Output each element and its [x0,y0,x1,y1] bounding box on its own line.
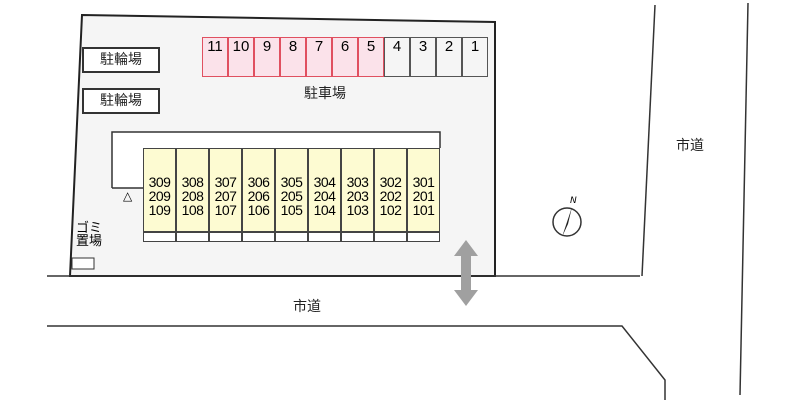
road-edge-bottom [47,325,666,400]
unit-number: 305 [280,174,303,190]
unit-number: 202 [379,188,402,204]
unit-number: 307 [214,174,237,190]
balcony-strip [308,232,341,242]
balcony-strip [275,232,308,242]
parking-slot-8: 8 [280,37,306,77]
balcony-strip [209,232,242,242]
unit-number: 204 [313,188,336,204]
unit-number: 101 [412,202,435,218]
unit-number: 108 [181,202,204,218]
balcony-strip [143,232,176,242]
unit-number: 105 [280,202,303,218]
unit-number: 106 [247,202,270,218]
balcony-strip [176,232,209,242]
unit-number: 208 [181,188,204,204]
parking-slot-6: 6 [332,37,358,77]
road-label-bottom: 市道 [293,299,321,315]
unit-number: 109 [148,202,171,218]
unit-number: 301 [412,174,435,190]
road-label-right: 市道 [676,138,704,154]
unit-number: 302 [379,174,402,190]
parking-slot-1: 1 [462,37,488,77]
unit-number: 209 [148,188,171,204]
parking-slot-5: 5 [358,37,384,77]
entrance-marker: △ [123,189,133,203]
entrance-arrow [454,240,478,306]
garbage-box [71,257,95,270]
parking-slot-2: 2 [436,37,462,77]
unit-number: 207 [214,188,237,204]
unit-number: 308 [181,174,204,190]
garbage-label: ゴミ置場 [76,222,108,248]
bicycle-parking-1: 駐輪場 [82,47,160,73]
parking-slot-7: 7 [306,37,332,77]
parking-slot-4: 4 [384,37,410,77]
balcony-strip [341,232,374,242]
unit-number: 304 [313,174,336,190]
unit-number: 107 [214,202,237,218]
unit-number: 309 [148,174,171,190]
bicycle-parking-2: 駐輪場 [82,88,160,114]
parking-slot-11: 11 [202,37,228,77]
balcony-strip [374,232,407,242]
road-edge-far-right [739,2,749,396]
parking-slot-9: 9 [254,37,280,77]
unit-number: 303 [346,174,369,190]
unit-number: 205 [280,188,303,204]
unit-number: 201 [412,188,435,204]
compass-north-label: N [570,196,577,206]
garbage-label-text: ゴミ置場 [76,221,103,249]
unit-number: 306 [247,174,270,190]
parking-label: 駐車場 [304,86,346,102]
unit-number: 102 [379,202,402,218]
parking-slot-10: 10 [228,37,254,77]
compass-icon [552,207,582,237]
balcony-strip [407,232,440,242]
parking-slot-3: 3 [410,37,436,77]
balcony-strip [242,232,275,242]
road-edge-right [641,4,656,277]
unit-number: 203 [346,188,369,204]
unit-number: 206 [247,188,270,204]
unit-number: 104 [313,202,336,218]
unit-number: 103 [346,202,369,218]
